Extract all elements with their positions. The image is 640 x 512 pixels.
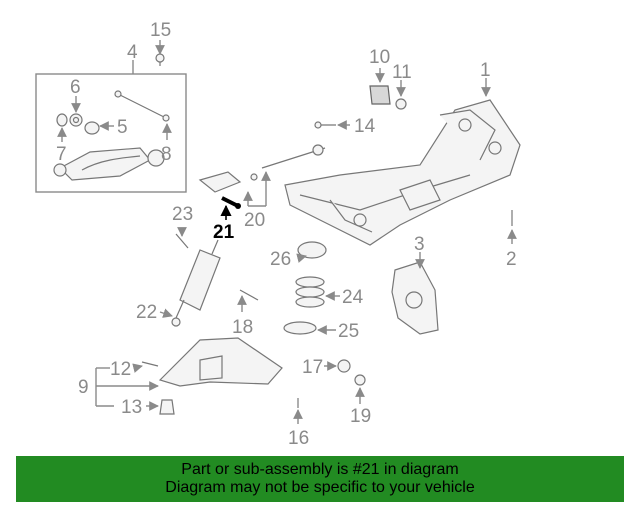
inset-box: [35, 73, 187, 193]
stabilizer-link-drawing: [114, 90, 170, 122]
crossmember-drawing: [284, 99, 521, 246]
info-banner: Part or sub-assembly is #21 in diagram D…: [16, 456, 624, 502]
bolt-23-drawing: [175, 233, 189, 249]
lower-insulator-drawing: [283, 321, 317, 335]
leader-lines: [57, 40, 517, 424]
bolt-18-drawing: [239, 289, 259, 301]
callout-14: 14: [354, 116, 376, 137]
callout-16: 16: [288, 428, 309, 449]
callout-11: 11: [392, 62, 412, 83]
nut-17-drawing: [337, 359, 351, 373]
bushing-10-drawing: [369, 85, 391, 105]
callout-7: 7: [56, 144, 67, 165]
bolt-14-drawing: [314, 121, 336, 129]
callout-21: 21: [213, 222, 235, 243]
callout-26: 26: [270, 249, 291, 270]
callout-22: 22: [136, 302, 157, 323]
upper-insulator-drawing: [297, 241, 327, 259]
callout-6: 6: [70, 77, 81, 98]
callout-13: 13: [121, 397, 142, 418]
knuckle-drawing: [391, 261, 439, 335]
callout-9: 9: [78, 377, 89, 398]
callout-25: 25: [338, 321, 359, 342]
callout-20: 20: [244, 210, 265, 231]
callout-17: 17: [302, 357, 323, 378]
coil-spring-drawing: [295, 276, 325, 308]
callout-23: 23: [172, 204, 193, 225]
bushing-5-drawing: [84, 121, 100, 135]
nut-6-drawing: [69, 113, 83, 127]
washer-11-drawing: [395, 98, 407, 110]
callout-12: 12: [110, 359, 131, 380]
bolt-15-drawing: [155, 53, 165, 66]
ball-joint-13-drawing: [159, 399, 175, 415]
bolt-12-drawing: [141, 361, 159, 367]
callout-3: 3: [414, 234, 425, 255]
callout-10: 10: [369, 47, 390, 68]
upper-control-arm-drawing: [53, 147, 165, 181]
callout-5: 5: [117, 117, 128, 138]
bushing-7-drawing: [56, 113, 68, 127]
banner-line-part: Part or sub-assembly is #21 in diagram: [181, 461, 459, 478]
toe-link-drawing: [198, 144, 326, 193]
callout-15: 15: [150, 20, 171, 41]
washer-19-drawing: [354, 374, 366, 386]
callout-4: 4: [127, 42, 138, 63]
banner-line-disclaimer: Diagram may not be specific to your vehi…: [165, 479, 475, 496]
lower-control-arm-drawing: [158, 337, 283, 387]
bracket-21-drawing: [221, 196, 241, 209]
callout-24: 24: [342, 287, 364, 308]
callout-1: 1: [480, 60, 491, 81]
callout-18: 18: [232, 317, 253, 338]
callout-8: 8: [161, 144, 172, 165]
callout-2: 2: [506, 249, 517, 270]
shock-absorber-drawing: [171, 239, 221, 327]
callout-19: 19: [350, 406, 371, 427]
